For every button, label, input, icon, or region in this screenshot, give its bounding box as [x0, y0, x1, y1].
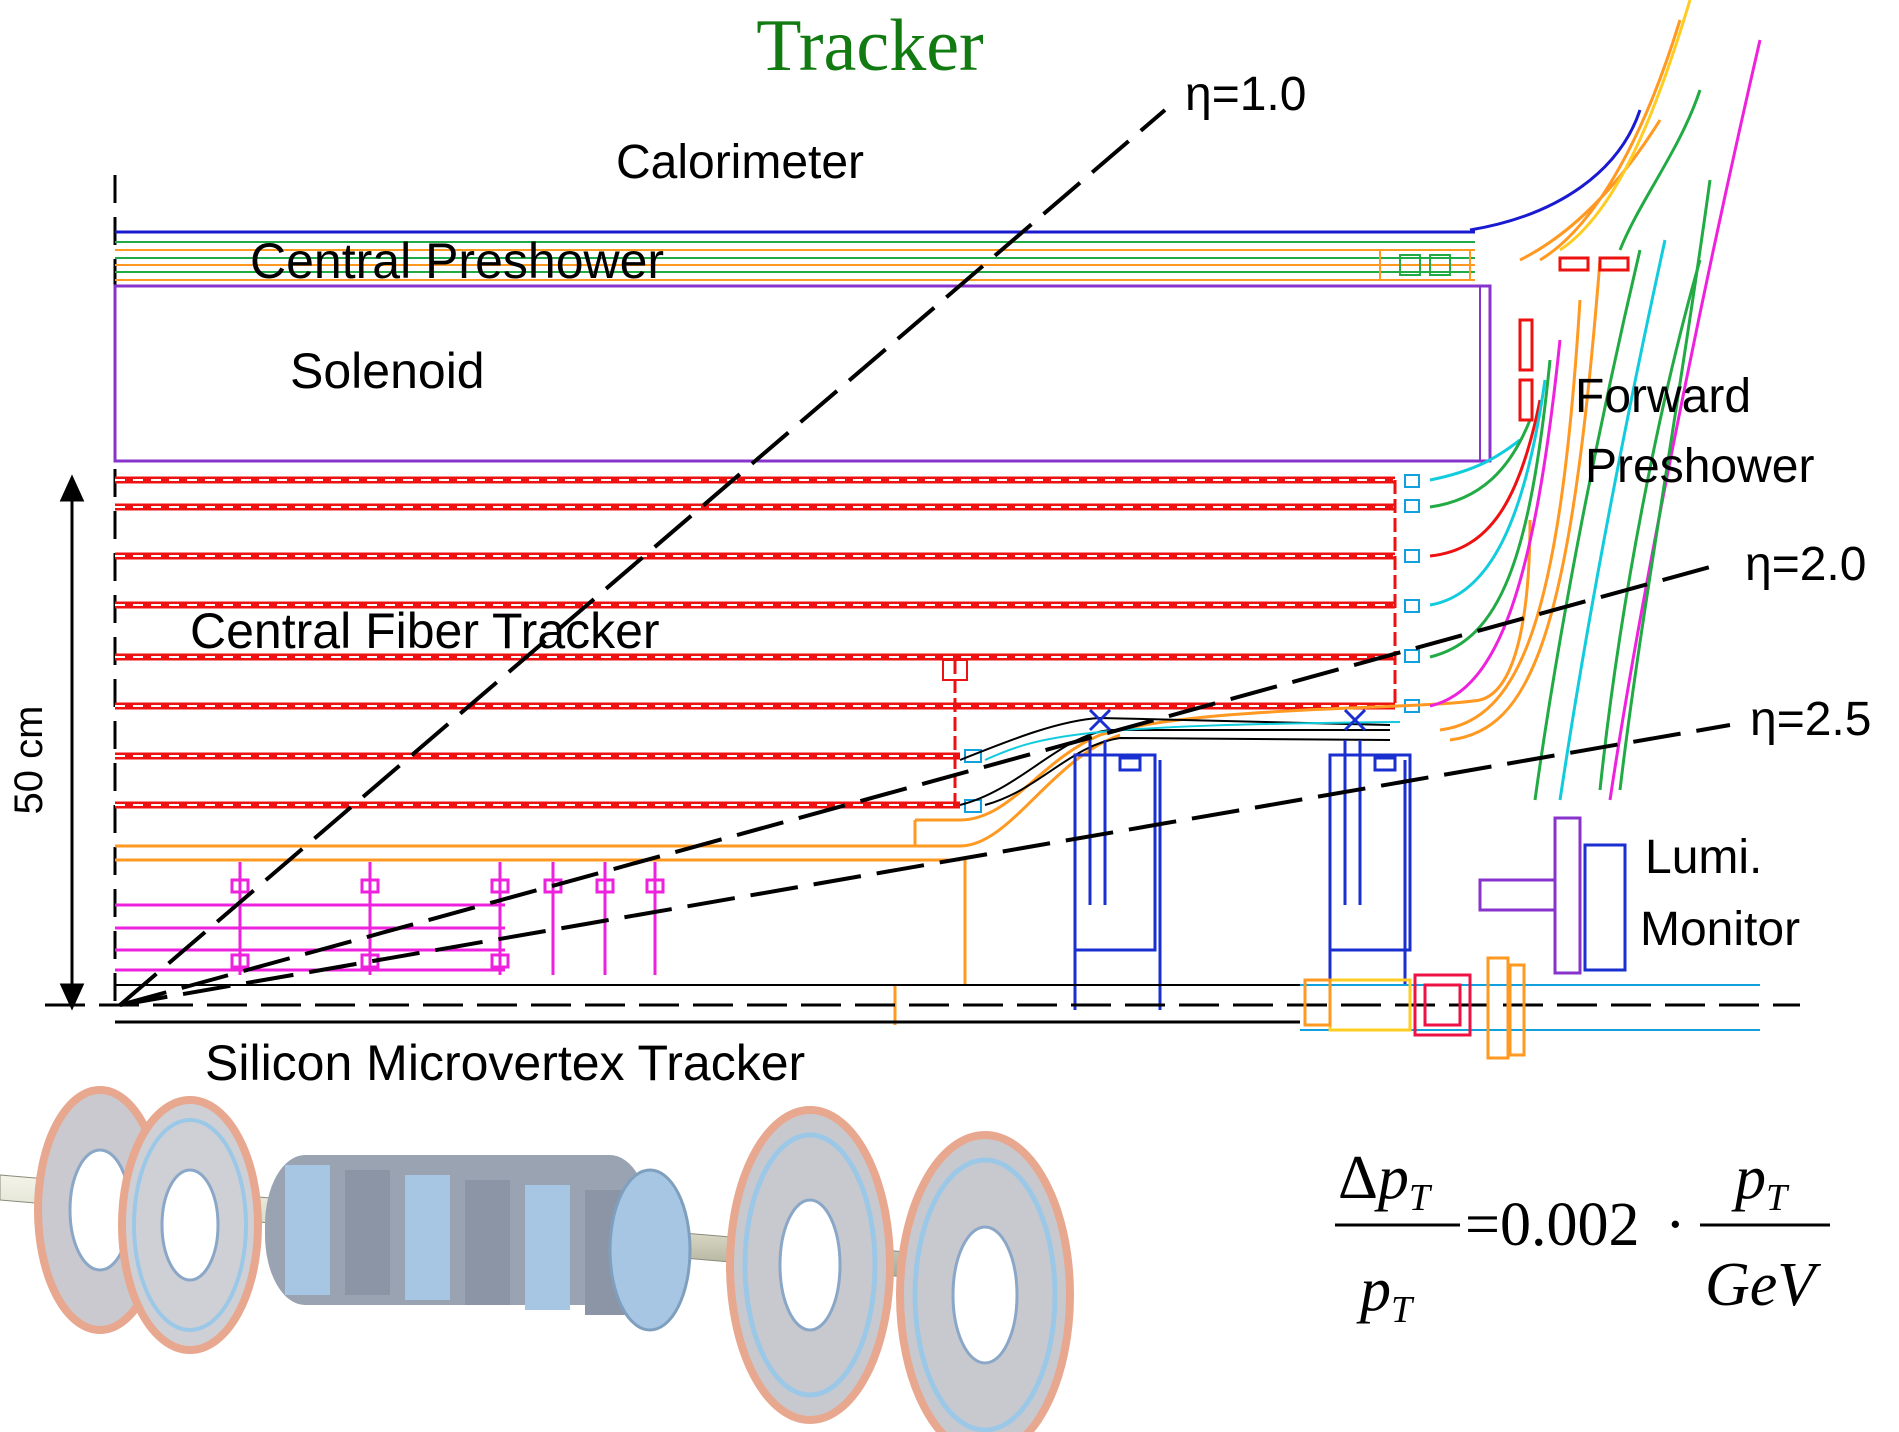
- calorimeter-label: Calorimeter: [616, 136, 864, 189]
- smt-3d-render: [0, 1086, 1074, 1432]
- lumi-monitor: [1478, 816, 1627, 975]
- solenoid-box: [113, 284, 1492, 463]
- central-preshower-label: Central Preshower: [250, 233, 664, 289]
- scale-bar: [59, 474, 85, 1011]
- cable-bundle: [959, 0, 1762, 806]
- scale-label: 50 cm: [7, 706, 51, 815]
- cft-label: Central Fiber Tracker: [190, 603, 660, 659]
- smt-label: Silicon Microvertex Tracker: [205, 1035, 805, 1091]
- cft-layers: [115, 476, 1397, 809]
- eta-label-2-5: η=2.5: [1750, 693, 1871, 746]
- beam-line: [45, 984, 1800, 1031]
- forward-preshower-label-2: Preshower: [1585, 440, 1814, 493]
- lumi-label-2: Monitor: [1640, 903, 1800, 956]
- formula-value: =0.002: [1465, 1191, 1639, 1259]
- momentum-resolution-formula: ΔpT pT =0.002 · pT GeV: [1335, 1144, 1830, 1331]
- eta-line-2-5: [119, 723, 1731, 1007]
- smt-supports: [1073, 708, 1412, 1010]
- formula-rhs-numerator: pT: [1731, 1144, 1790, 1219]
- eta-line-1-0: [118, 108, 1167, 1007]
- eta-line-2-0: [119, 565, 1711, 1007]
- beam-flange: [1303, 956, 1526, 1060]
- cft-connectors: [964, 474, 1420, 813]
- forward-preshower-label-1: Forward: [1575, 370, 1751, 423]
- eta-label-2-0: η=2.0: [1745, 538, 1866, 591]
- diagram-title: Tracker: [756, 5, 983, 87]
- eta-lines: [118, 108, 1731, 1007]
- eta-label-1-0: η=1.0: [1185, 68, 1306, 121]
- formula-denominator: pT: [1356, 1256, 1415, 1331]
- formula-rhs-denominator: GeV: [1705, 1251, 1821, 1319]
- solenoid-label: Solenoid: [290, 343, 485, 399]
- formula-dot: ·: [1665, 1191, 1686, 1259]
- preshower-connectors: [1518, 256, 1630, 422]
- formula-numerator: ΔpT: [1338, 1144, 1433, 1219]
- lumi-label-1: Lumi.: [1645, 831, 1762, 884]
